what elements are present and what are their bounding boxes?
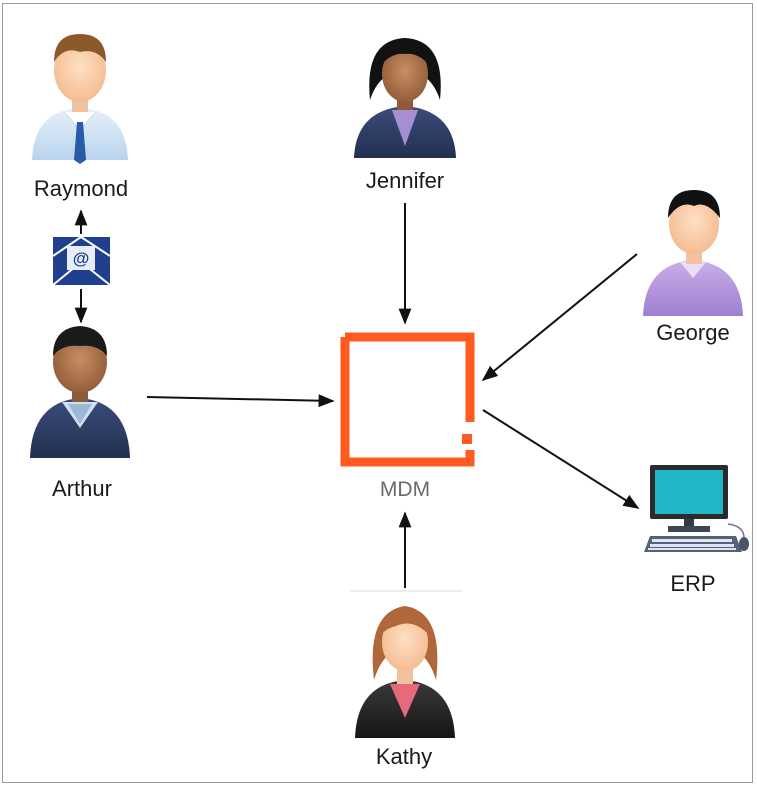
raymond-label: Raymond [33, 176, 129, 201]
arthur-avatar [30, 326, 130, 458]
arrow-george-to-mdm [481, 253, 638, 382]
mdm-label: MDM [379, 478, 431, 501]
svg-text:@: @ [73, 249, 90, 268]
email-icon: @ [52, 235, 111, 286]
computer-icon [644, 465, 749, 552]
kathy-label: Kathy [375, 744, 433, 769]
arrows [74, 203, 640, 588]
george-avatar [643, 190, 743, 316]
arrow-mdm-to-erp [482, 409, 640, 509]
raymond-avatar [32, 34, 128, 164]
arthur-label: Arthur [52, 476, 112, 501]
jennifer-avatar [354, 38, 456, 158]
erp-label: ERP [670, 571, 716, 596]
arrow-arthur-to-mdm [146, 394, 335, 408]
diagram-border [2, 3, 753, 783]
george-label: George [656, 320, 730, 345]
jennifer-label: Jennifer [365, 168, 445, 193]
mdm-logo-icon [340, 332, 475, 467]
kathy-avatar [350, 590, 462, 738]
